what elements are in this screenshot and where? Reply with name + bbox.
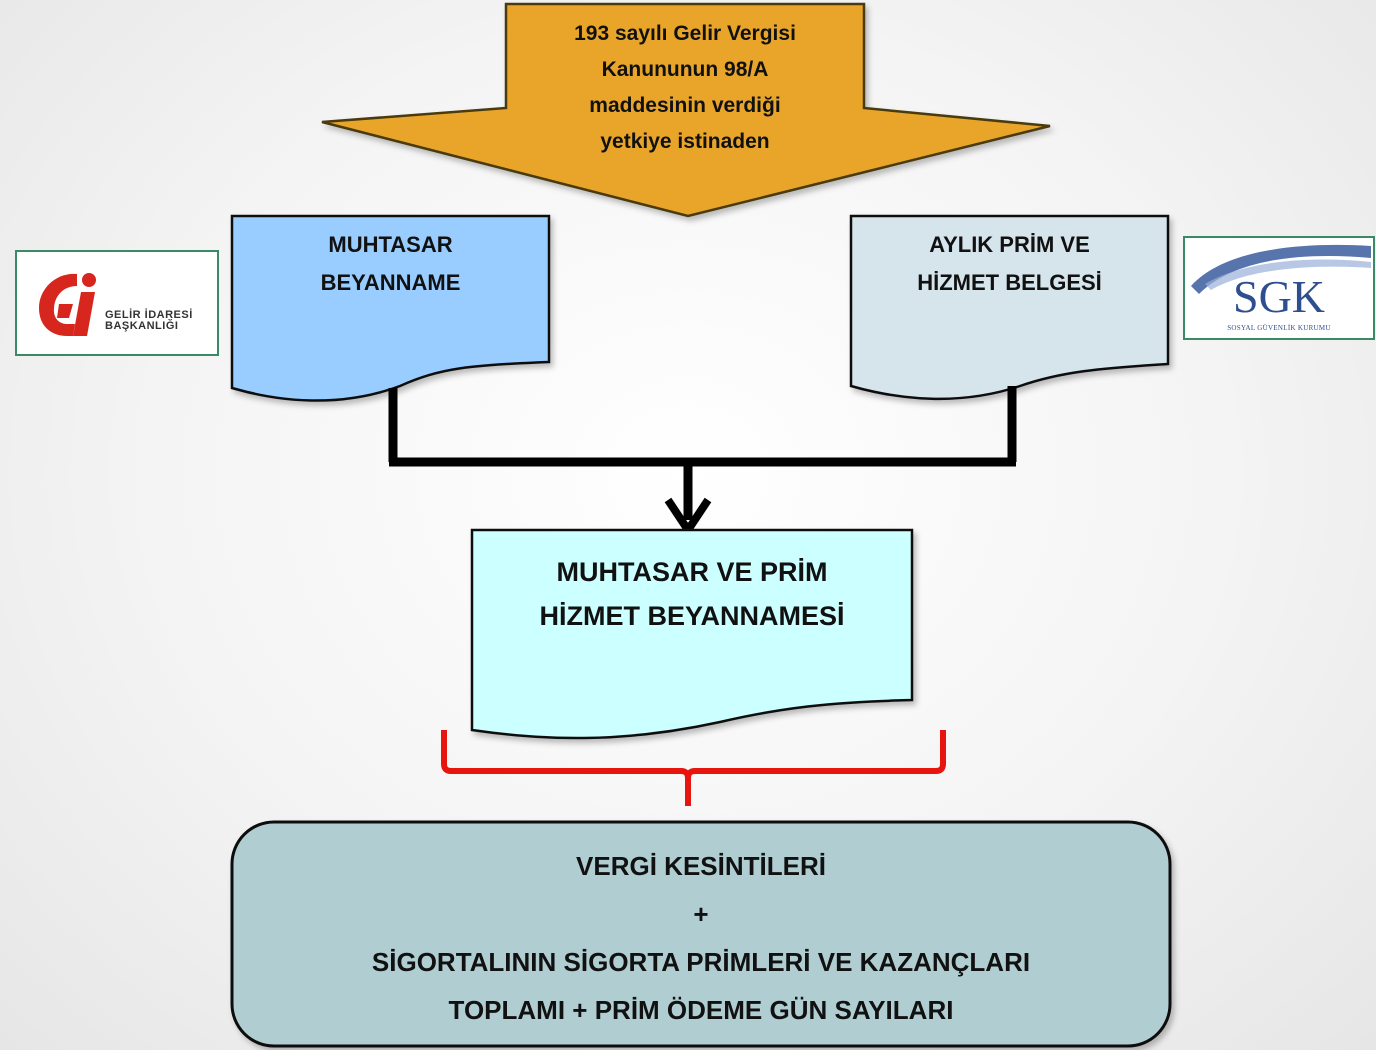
result-box-text: VERGİ KESİNTİLERİ + SİGORTALININ SİGORTA… (232, 842, 1170, 1034)
merged-document-line: HİZMET BEYANNAMESİ (539, 601, 845, 631)
result-line: TOPLAMI + PRİM ÖDEME GÜN SAYILARI (448, 995, 954, 1025)
sgk-logo: SGK SOSYAL GÜVENLİK KURUMU (1183, 236, 1375, 340)
gib-logo-icon (39, 273, 96, 336)
authority-line: maddesinin verdiği (589, 94, 781, 117)
left-document-line: MUHTASAR (328, 232, 453, 257)
result-box-shape (230, 820, 1172, 1048)
sgk-logo-subtext: SOSYAL GÜVENLİK KURUMU (1227, 324, 1331, 332)
result-line: SİGORTALININ SİGORTA PRİMLERİ VE KAZANÇL… (371, 947, 1031, 977)
authority-arrow (321, 2, 1051, 218)
merged-document-title: MUHTASAR VE PRİM HİZMET BEYANNAMESİ (472, 550, 912, 638)
sgk-swoosh-icon (1191, 244, 1371, 294)
gib-logo-text-line: BAŞKANLIĞI (105, 320, 179, 332)
right-document-line: AYLIK PRİM VE (929, 232, 1090, 257)
merged-document-line: MUHTASAR VE PRİM (556, 557, 828, 587)
left-document-title: MUHTASAR BEYANNAME (232, 226, 549, 302)
authority-line: Kanununun 98/A (601, 58, 769, 81)
merge-connector (388, 386, 1017, 520)
left-document-shape (230, 214, 551, 402)
result-line: + (693, 899, 709, 929)
gib-logo-text: GELİR İDARESİ BAŞKANLIĞI (105, 310, 193, 332)
result-brace (441, 730, 946, 806)
authority-line: yetkiye istinaden (600, 130, 770, 153)
result-line: VERGİ KESİNTİLERİ (576, 851, 826, 881)
merged-document-shape (470, 528, 914, 740)
right-document-line: HİZMET BELGESİ (917, 270, 1102, 295)
authority-arrow-text: 193 sayılı Gelir Vergisi Kanununun 98/A … (506, 16, 864, 160)
sgk-logo-text: SGK (1232, 271, 1326, 322)
right-document-title: AYLIK PRİM VE HİZMET BELGESİ (851, 226, 1168, 302)
gib-logo-text-line: GELİR İDARESİ (105, 309, 193, 321)
gib-logo: GELİR İDARESİ BAŞKANLIĞI (15, 250, 219, 356)
authority-line: 193 sayılı Gelir Vergisi (574, 22, 796, 45)
right-document-shape (849, 214, 1170, 401)
left-document-line: BEYANNAME (320, 270, 461, 295)
